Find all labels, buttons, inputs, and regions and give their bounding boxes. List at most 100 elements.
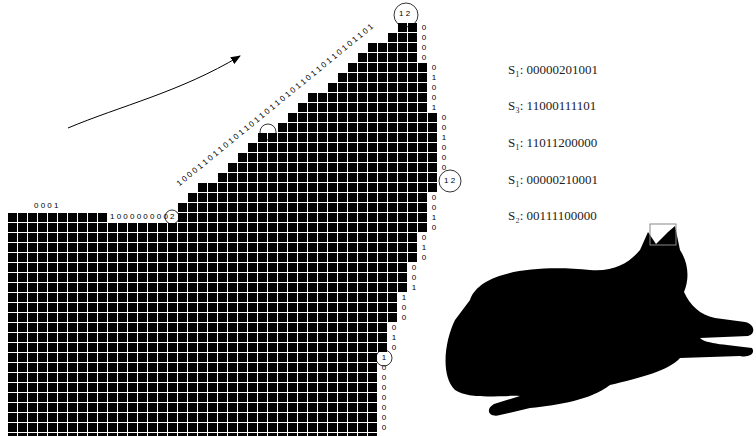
pixel-cell [78,343,87,352]
pixel-cell [198,343,207,352]
pixel-cell [58,283,67,292]
pixel-cell [198,363,207,372]
pixel-cell [338,323,347,332]
pixel-cell [238,163,247,172]
pixel-cell [248,203,257,212]
pixel-cell [318,343,327,352]
pixel-cell [228,203,237,212]
pixel-cell [308,363,317,372]
pixel-cell [348,313,357,322]
pixel-cell [58,293,67,302]
pixel-cell [28,403,37,412]
pixel-cell [248,383,257,392]
pixel-cell [338,403,347,412]
pixel-cell [148,283,157,292]
pixel-cell [328,263,337,272]
pixel-cell [258,343,267,352]
pixel-cell [228,433,237,436]
pixel-cell [288,373,297,382]
pixel-cell [278,393,287,402]
pixel-cell [348,93,357,102]
pixel-cell [18,423,27,432]
pixel-cell [268,213,277,222]
pixel-cell [88,293,97,302]
pixel-cell [358,433,367,436]
chain-code: 0 0 1 0 0 0 [441,113,447,173]
pixel-cell [308,183,317,192]
pixel-cell [178,383,187,392]
pixel-cell [318,223,327,232]
pixel-cell [168,383,177,392]
pixel-cell [268,413,277,422]
pixel-cell [418,173,427,182]
pixel-cell [38,393,47,402]
pixel-cell [408,23,417,32]
pixel-cell [338,243,347,252]
pixel-cell [118,293,127,302]
pixel-cell [108,373,117,382]
pixel-cell [288,343,297,352]
pixel-cell [338,283,347,292]
pixel-cell [408,83,417,92]
pixel-cell [108,413,117,422]
pixel-cell [288,273,297,282]
pixel-cell [378,293,387,302]
pixel-cell [348,273,357,282]
pixel-cell [398,33,407,42]
pixel-cell [148,323,157,332]
pixel-cell [378,253,387,262]
pixel-cell [58,413,67,422]
pixel-cell [188,223,197,232]
pixel-cell [338,173,347,182]
pixel-cell [108,403,117,412]
pixel-cell [168,233,177,242]
pixel-cell [98,243,107,252]
pixel-cell [408,213,417,222]
pixel-cell [68,233,77,242]
pixel-cell [318,133,327,142]
pixel-cell [58,423,67,432]
pixel-cell [248,213,257,222]
pixel-cell [188,313,197,322]
pixel-cell [368,433,377,436]
pixel-cell [158,223,167,232]
pixel-cell [148,393,157,402]
pixel-cell [308,283,317,292]
pixel-cell [248,283,257,292]
pixel-cell [8,383,17,392]
pixel-cell [138,423,147,432]
pixel-cell [298,333,307,342]
pixel-cell [358,133,367,142]
pixel-cell [358,103,367,112]
pixel-cell [328,403,337,412]
pixel-cell [208,263,217,272]
pixel-cell [268,303,277,312]
pixel-cell [68,423,77,432]
pixel-cell [338,223,347,232]
chain-code: 0 0 1 [411,263,417,293]
pixel-cell [298,323,307,332]
pixel-cell [288,143,297,152]
pixel-cell [288,163,297,172]
pixel-cell [338,253,347,262]
pixel-cell [308,153,317,162]
pixel-cell [208,433,217,436]
pixel-cell [118,333,127,342]
pixel-cell [218,273,227,282]
pixel-cell [238,193,247,202]
pixel-cell [98,413,107,422]
pixel-cell [418,153,427,162]
pixel-cell [158,423,167,432]
pixel-cell [78,333,87,342]
pixel-cell [338,83,347,92]
pixel-cell [408,253,417,262]
pixel-cell [338,303,347,312]
pixel-cell [108,233,117,242]
pixel-cell [98,293,107,302]
pixel-cell [348,103,357,112]
pixel-cell [338,73,347,82]
pixel-cell [38,233,47,242]
pixel-cell [48,423,57,432]
pixel-cell [368,143,377,152]
pixel-cell [18,213,27,222]
